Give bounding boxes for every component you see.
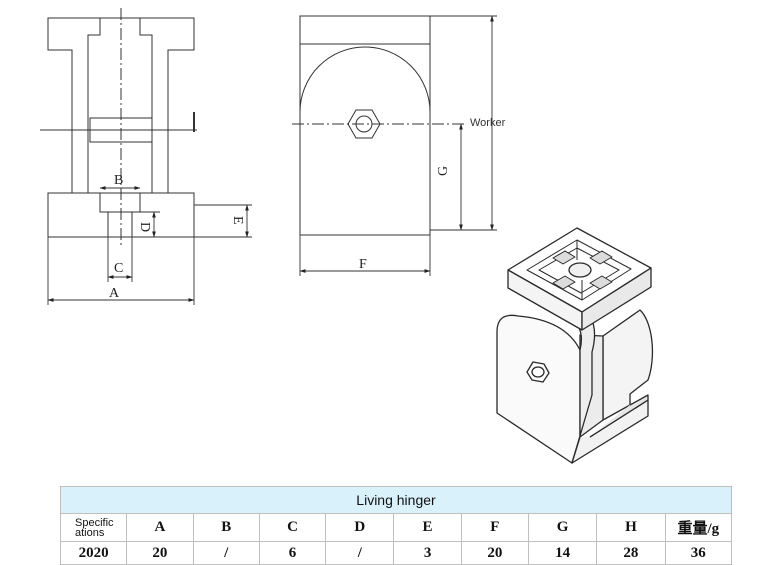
value-g: 14 [527, 541, 598, 565]
value-a: 20 [126, 541, 194, 565]
hex-nut-icon [347, 109, 381, 139]
header-specifications: Specific ations [59, 513, 128, 542]
value-d: / [325, 541, 395, 565]
table-caption: Living hinger [60, 486, 732, 514]
table-header-row: Specific ations A B C D E F G H 重量/g [59, 513, 733, 542]
worker-callout: Worker [470, 117, 506, 129]
dim-label-c: C [114, 261, 123, 276]
header-weight: 重量/g [664, 513, 733, 542]
value-weight: 36 [664, 541, 733, 565]
header-e: E [393, 513, 462, 542]
header-c: C [258, 513, 327, 542]
header-d: D [325, 513, 395, 542]
value-e: 3 [393, 541, 462, 565]
header-a: A [126, 513, 194, 542]
value-c: 6 [258, 541, 327, 565]
value-f: 20 [460, 541, 529, 565]
value-h: 28 [596, 541, 666, 565]
dim-label-f: F [359, 257, 367, 272]
dim-label-d: D [137, 222, 152, 232]
dim-label-b: B [114, 173, 123, 188]
isometric-view [496, 227, 654, 464]
technical-drawing: A B C D E F G Worker [40, 8, 654, 464]
rounded-hinge-plate [496, 314, 581, 464]
dim-label-g: G [436, 166, 451, 176]
front-view [40, 8, 200, 245]
header-h: H [596, 513, 666, 542]
dim-label-a: A [109, 286, 120, 301]
front-view-dimensions [47, 186, 252, 305]
hinge-arch [299, 46, 431, 113]
side-view-outline [299, 15, 431, 236]
header-b: B [192, 513, 260, 542]
row-spec: 2020 [59, 541, 128, 565]
value-b: / [192, 541, 260, 565]
side-view [292, 15, 466, 236]
header-f: F [460, 513, 529, 542]
header-g: G [527, 513, 598, 542]
table-row: 2020 20 / 6 / 3 20 14 28 36 [59, 541, 733, 565]
side-view-dimensions [299, 15, 497, 276]
specification-table: Living hinger Specific ations A B C D E … [59, 486, 733, 565]
dim-label-e: E [230, 216, 245, 225]
